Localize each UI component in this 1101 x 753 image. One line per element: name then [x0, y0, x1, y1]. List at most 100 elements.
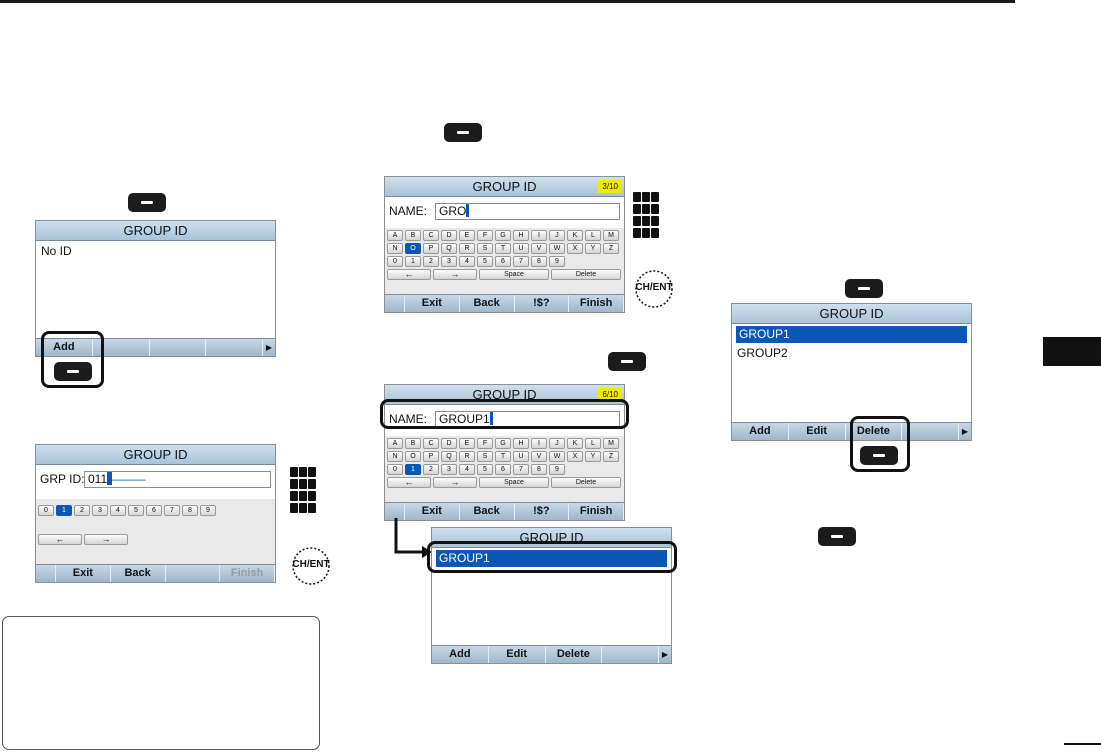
- keyboard-key[interactable]: 0: [387, 256, 403, 267]
- keyboard-key[interactable]: 2: [423, 464, 439, 475]
- keyboard-key[interactable]: T: [495, 451, 511, 462]
- space-key[interactable]: Space: [479, 269, 549, 280]
- exit-button[interactable]: Exit: [405, 503, 460, 520]
- keyboard-key[interactable]: X: [567, 451, 583, 462]
- keyboard-key[interactable]: T: [495, 243, 511, 254]
- delete-key[interactable]: Delete: [551, 269, 621, 280]
- more-arrow-icon[interactable]: ▶: [661, 650, 669, 659]
- cursor-right-key[interactable]: →: [433, 269, 477, 280]
- keyboard-key[interactable]: W: [549, 243, 565, 254]
- keyboard-key[interactable]: M: [603, 230, 619, 241]
- keyboard-key[interactable]: D: [441, 230, 457, 241]
- add-button[interactable]: Add: [432, 646, 489, 663]
- keyboard-key[interactable]: 8: [531, 256, 547, 267]
- function-key-2[interactable]: [93, 339, 150, 356]
- delete-button[interactable]: Delete: [546, 646, 603, 663]
- keyboard-key[interactable]: V: [531, 243, 547, 254]
- keyboard-key[interactable]: O: [405, 451, 421, 462]
- symbols-button[interactable]: !$?: [515, 295, 570, 312]
- more-arrow-icon[interactable]: ▶: [961, 427, 969, 436]
- exit-button[interactable]: Exit: [405, 295, 460, 312]
- cursor-left-key[interactable]: ←: [387, 269, 431, 280]
- finish-button[interactable]: Finish: [569, 503, 624, 520]
- keyboard-key[interactable]: U: [513, 243, 529, 254]
- edit-button[interactable]: Edit: [789, 423, 846, 440]
- keyboard-key[interactable]: U: [513, 451, 529, 462]
- keyboard-key[interactable]: F: [477, 230, 493, 241]
- keyboard-key[interactable]: D: [441, 438, 457, 449]
- keyboard-key[interactable]: I: [531, 438, 547, 449]
- keyboard-key[interactable]: F: [477, 438, 493, 449]
- keyboard-key[interactable]: Q: [441, 451, 457, 462]
- keyboard-key[interactable]: 9: [549, 256, 565, 267]
- keyboard-key[interactable]: A: [387, 438, 403, 449]
- keyboard-key[interactable]: M: [603, 438, 619, 449]
- keyboard-key[interactable]: R: [459, 243, 475, 254]
- keyboard-key[interactable]: V: [531, 451, 547, 462]
- cursor-right-key[interactable]: →: [84, 534, 128, 545]
- keyboard-key[interactable]: Z: [603, 243, 619, 254]
- keyboard-key[interactable]: A: [387, 230, 403, 241]
- keyboard-key[interactable]: 0: [387, 464, 403, 475]
- keyboard-key[interactable]: N: [387, 451, 403, 462]
- keyboard-key[interactable]: N: [387, 243, 403, 254]
- symbols-button[interactable]: !$?: [515, 503, 570, 520]
- keyboard-key[interactable]: 7: [513, 464, 529, 475]
- keyboard-key[interactable]: L: [585, 230, 601, 241]
- keyboard-key[interactable]: 5: [477, 464, 493, 475]
- exit-button[interactable]: Exit: [56, 565, 111, 582]
- function-key-3[interactable]: [166, 565, 221, 582]
- keyboard-key[interactable]: 9: [549, 464, 565, 475]
- keyboard-key[interactable]: Y: [585, 243, 601, 254]
- keyboard-key[interactable]: Q: [441, 243, 457, 254]
- keyboard-key[interactable]: 7: [513, 256, 529, 267]
- keyboard-key[interactable]: E: [459, 438, 475, 449]
- keyboard-key[interactable]: 2: [423, 256, 439, 267]
- space-key[interactable]: Space: [479, 477, 549, 488]
- keyboard-key[interactable]: G: [495, 438, 511, 449]
- function-key-3[interactable]: [150, 339, 207, 356]
- key-2[interactable]: 2: [74, 505, 90, 516]
- keyboard-key[interactable]: J: [549, 438, 565, 449]
- keyboard-key[interactable]: H: [513, 230, 529, 241]
- cursor-left-key[interactable]: ←: [387, 477, 431, 488]
- finish-button[interactable]: Finish: [569, 295, 624, 312]
- back-button[interactable]: Back: [460, 295, 515, 312]
- add-button[interactable]: Add: [732, 423, 789, 440]
- keyboard-key[interactable]: E: [459, 230, 475, 241]
- keyboard-key[interactable]: K: [567, 438, 583, 449]
- keyboard-key[interactable]: 1: [405, 256, 421, 267]
- delete-key[interactable]: Delete: [551, 477, 621, 488]
- keyboard-key[interactable]: 8: [531, 464, 547, 475]
- keyboard-key[interactable]: 6: [495, 464, 511, 475]
- keyboard-key[interactable]: Y: [585, 451, 601, 462]
- keyboard-key[interactable]: X: [567, 243, 583, 254]
- keyboard-key[interactable]: S: [477, 451, 493, 462]
- keyboard-key[interactable]: O: [405, 243, 421, 254]
- back-button[interactable]: Back: [460, 503, 515, 520]
- key-0[interactable]: 0: [38, 505, 54, 516]
- edit-button[interactable]: Edit: [489, 646, 546, 663]
- keyboard-key[interactable]: P: [423, 451, 439, 462]
- key-6[interactable]: 6: [146, 505, 162, 516]
- keyboard-key[interactable]: 4: [459, 464, 475, 475]
- keyboard-key[interactable]: G: [495, 230, 511, 241]
- keyboard-key[interactable]: J: [549, 230, 565, 241]
- add-button[interactable]: Add: [36, 339, 93, 356]
- keyboard-key[interactable]: P: [423, 243, 439, 254]
- function-key-4[interactable]: [902, 423, 959, 440]
- keyboard-key[interactable]: 5: [477, 256, 493, 267]
- keyboard-key[interactable]: S: [477, 243, 493, 254]
- list-item-group1[interactable]: GROUP1: [736, 326, 967, 343]
- keyboard-key[interactable]: B: [405, 438, 421, 449]
- keyboard-key[interactable]: 1: [405, 464, 421, 475]
- finish-button[interactable]: Finish: [220, 565, 275, 582]
- function-key-4[interactable]: [206, 339, 263, 356]
- key-3[interactable]: 3: [92, 505, 108, 516]
- keyboard-key[interactable]: B: [405, 230, 421, 241]
- key-1[interactable]: 1: [56, 505, 72, 516]
- more-arrow-icon[interactable]: ▶: [265, 343, 273, 352]
- keyboard-key[interactable]: R: [459, 451, 475, 462]
- key-9[interactable]: 9: [200, 505, 216, 516]
- key-8[interactable]: 8: [182, 505, 198, 516]
